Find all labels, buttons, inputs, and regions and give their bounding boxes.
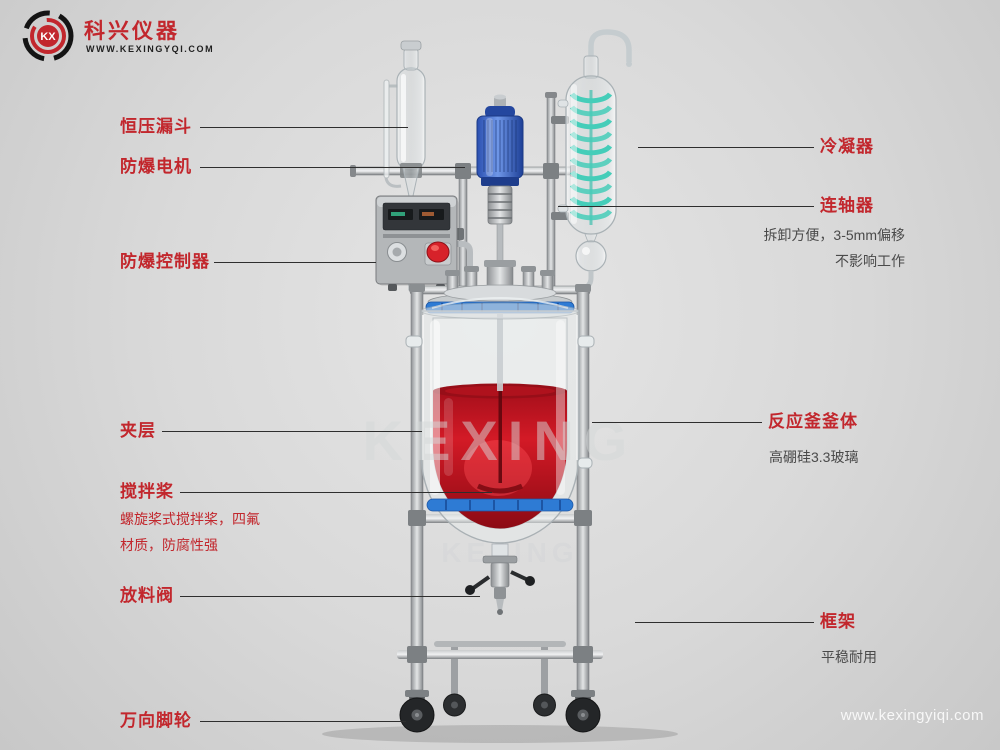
label-desc-text-coupling: 拆卸方便，3-5mm偏移 不影响工作 — [763, 227, 905, 269]
label-caster: 万向脚轮 — [120, 712, 192, 730]
leader-constant-pressure-funnel — [200, 127, 408, 128]
leader-reactor-body — [592, 422, 762, 423]
stirrer-paddle — [476, 483, 524, 494]
stirrer-shaft — [497, 313, 503, 391]
leader-frame — [635, 622, 814, 623]
label-title-caster: 万向脚轮 — [120, 711, 192, 730]
floor-shadow — [322, 725, 678, 743]
label-desc-stirring-paddle: 螺旋桨式搅拌桨，四氟 材质，防腐性强 — [120, 506, 260, 558]
condenser-illustration — [551, 29, 632, 294]
label-discharge-valve: 放料阀 — [120, 587, 174, 605]
label-desc-frame: 平稳耐用 — [821, 644, 877, 670]
leader-stirring-paddle — [180, 492, 492, 493]
label-title-condenser: 冷凝器 — [820, 137, 874, 156]
leader-condenser — [638, 147, 814, 148]
label-explosion-proof-motor: 防爆电机 — [120, 158, 192, 176]
label-title-coupling: 连轴器 — [820, 196, 874, 215]
label-title-explosion-proof-motor: 防爆电机 — [120, 157, 192, 176]
vessel-watermark-text-small: KEXING — [441, 537, 578, 568]
motor-illustration — [476, 94, 524, 186]
jacket-port-right — [577, 335, 595, 348]
label-title-explosion-proof-controller: 防爆控制器 — [120, 252, 210, 271]
brand-logo-icon: KX — [22, 10, 74, 62]
label-desc-reactor-body: 高硼硅3.3玻璃 — [769, 444, 858, 470]
leader-discharge-valve — [180, 596, 480, 597]
label-coupling: 连轴器 — [820, 197, 874, 215]
label-explosion-proof-controller: 防爆控制器 — [120, 253, 210, 271]
label-desc-text-reactor-body: 高硼硅3.3玻璃 — [769, 449, 859, 465]
leader-jacket — [162, 431, 422, 432]
label-desc-text-stirring-paddle: 螺旋桨式搅拌桨，四氟 材质，防腐性强 — [120, 511, 260, 553]
label-title-frame: 框架 — [820, 612, 856, 631]
controller-illustration — [375, 195, 464, 291]
label-title-discharge-valve: 放料阀 — [120, 586, 174, 605]
leader-explosion-proof-controller — [214, 262, 376, 263]
leader-explosion-proof-motor — [200, 167, 465, 168]
leader-coupling — [558, 206, 814, 207]
label-frame: 框架 — [820, 613, 856, 631]
logo-monogram: KX — [40, 31, 56, 43]
label-desc-coupling: 拆卸方便，3-5mm偏移 不影响工作 — [763, 222, 905, 274]
site-watermark: www.kexingyiqi.com — [840, 707, 984, 724]
valve-illustration — [465, 543, 535, 615]
brand-website: WWW.KEXINGYQI.COM — [86, 44, 215, 54]
vessel-illustration: KEXING KEXING — [363, 302, 638, 568]
leader-caster — [200, 721, 406, 722]
label-title-jacket: 夹层 — [120, 421, 156, 440]
label-constant-pressure-funnel: 恒压漏斗 — [120, 118, 192, 136]
label-desc-text-frame: 平稳耐用 — [821, 649, 877, 665]
jacket-port-left — [405, 335, 423, 348]
label-stirring-paddle: 搅拌桨 — [120, 483, 174, 501]
label-jacket: 夹层 — [120, 422, 156, 440]
bottom-clamp-ring — [426, 498, 574, 512]
label-title-reactor-body: 反应釜釜体 — [768, 412, 858, 431]
caster-illustration — [399, 690, 601, 733]
vessel-watermark-text: KEXING — [363, 409, 638, 472]
label-reactor-body: 反应釜釜体 — [768, 413, 858, 431]
label-title-constant-pressure-funnel: 恒压漏斗 — [120, 117, 192, 136]
label-condenser: 冷凝器 — [820, 138, 874, 156]
label-title-stirring-paddle: 搅拌桨 — [120, 482, 174, 501]
brand-name: 科兴仪器 — [84, 20, 180, 43]
